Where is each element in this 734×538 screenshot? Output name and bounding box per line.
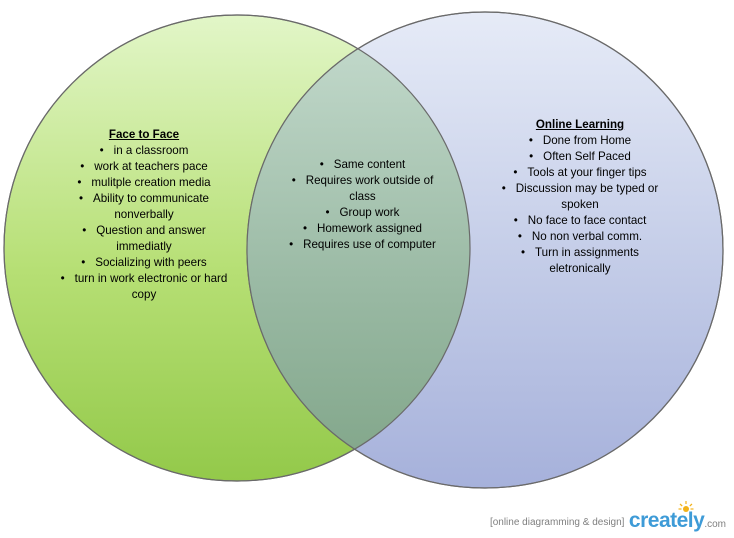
bullet-icon: • — [513, 166, 518, 179]
bullet-icon: • — [513, 214, 518, 227]
list-item: • Requires work outside of class — [285, 173, 440, 205]
list-item: • Same content — [285, 157, 440, 173]
footer-tagline: [online diagramming & design] — [489, 517, 625, 528]
list-item-text: in a classroom — [113, 144, 189, 157]
bullet-icon: • — [302, 222, 308, 235]
bullet-icon: • — [501, 182, 506, 195]
bullet-icon: • — [521, 246, 526, 259]
list-item: • turn in work electronic or hard copy — [60, 271, 228, 303]
list-item-text: mulitple creation media — [91, 176, 211, 189]
list-item-text: Turn in assignments eletronically — [535, 246, 639, 275]
overlap-region — [247, 15, 470, 481]
list-item: • Ability to communicate nonverbally — [60, 191, 228, 223]
left-circle-outline — [3, 14, 471, 482]
list-item-text: Group work — [339, 206, 400, 219]
list-item-text: Requires work outside of class — [305, 174, 434, 203]
list-item-text: No face to face contact — [527, 214, 647, 227]
bullet-icon: • — [291, 174, 296, 187]
bullet-icon: • — [325, 206, 330, 219]
list-item-text: Done from Home — [542, 134, 632, 147]
bullet-icon: • — [289, 238, 294, 251]
list-item: • Homework assigned — [285, 221, 440, 237]
list-item: • mulitple creation media — [60, 175, 228, 191]
list-item-text: turn in work electronic or hard copy — [74, 272, 228, 301]
list-item: • Socializing with peers — [60, 255, 228, 271]
list-item: • Group work — [285, 205, 440, 221]
bullet-icon: • — [60, 272, 65, 285]
list-item-text: work at teachers pace — [94, 160, 208, 173]
online-learning-title: Online Learning — [535, 118, 625, 131]
bullet-icon: • — [99, 144, 104, 157]
shared-group: • Same content • Requires work outside of c… — [285, 157, 440, 253]
bullet-icon: • — [517, 230, 522, 243]
creately-logo: creately — [628, 509, 705, 532]
list-item-text: Discussion may be typed or spoken — [515, 182, 659, 211]
online-learning-group: Online Learning • Done from Home • Often Se… — [490, 117, 670, 277]
bullet-icon: • — [82, 224, 87, 237]
bullet-icon: • — [528, 134, 533, 147]
face-to-face-list: • in a classroom • work at teachers pace • mu… — [60, 143, 228, 303]
bullet-icon: • — [529, 150, 534, 163]
list-item-text: No non verbal comm. — [531, 230, 643, 243]
right-circle-outline — [246, 11, 724, 489]
online-learning-list: • Done from Home • Often Self Paced • Tools a… — [490, 133, 670, 277]
list-item-text: Socializing with peers — [95, 256, 207, 269]
bullet-icon: • — [81, 256, 86, 269]
list-item: • Often Self Paced — [490, 149, 670, 165]
list-item: • Done from Home — [490, 133, 670, 149]
list-item-text: Ability to communicate nonverbally — [93, 192, 209, 221]
list-item: • Discussion may be typed or spoken — [490, 181, 670, 213]
list-item-text: Requires use of computer — [303, 238, 436, 251]
creately-watermark[interactable]: [online diagramming & design] creately.c… — [490, 509, 726, 533]
list-item-text: Homework assigned — [316, 222, 423, 235]
face-to-face-title: Face to Face — [108, 128, 180, 141]
footer-domain: .com — [704, 519, 726, 530]
list-item: • Question and answer immediatly — [60, 223, 228, 255]
list-item: • No non verbal comm. — [490, 229, 670, 245]
bullet-icon: • — [79, 192, 84, 205]
list-item: • Requires use of computer — [285, 237, 440, 253]
list-item: • No face to face contact — [490, 213, 670, 229]
bullet-icon: • — [77, 176, 82, 189]
bullet-icon: • — [80, 160, 85, 173]
list-item-text: Tools at your finger tips — [527, 166, 647, 179]
list-item-text: Question and answer immediatly — [96, 224, 206, 253]
sun-icon — [678, 501, 694, 512]
list-item-text: Often Self Paced — [543, 150, 631, 163]
face-to-face-group: Face to Face • in a classroom • work at tea… — [60, 127, 228, 303]
list-item-text: Same content — [333, 158, 406, 171]
list-item: • in a classroom — [60, 143, 228, 159]
shared-list: • Same content • Requires work outside of c… — [285, 157, 440, 253]
list-item: • Tools at your finger tips — [490, 165, 670, 181]
list-item: • work at teachers pace — [60, 159, 228, 175]
list-item: • Turn in assignments eletronically — [490, 245, 670, 277]
bullet-icon: • — [319, 158, 324, 171]
